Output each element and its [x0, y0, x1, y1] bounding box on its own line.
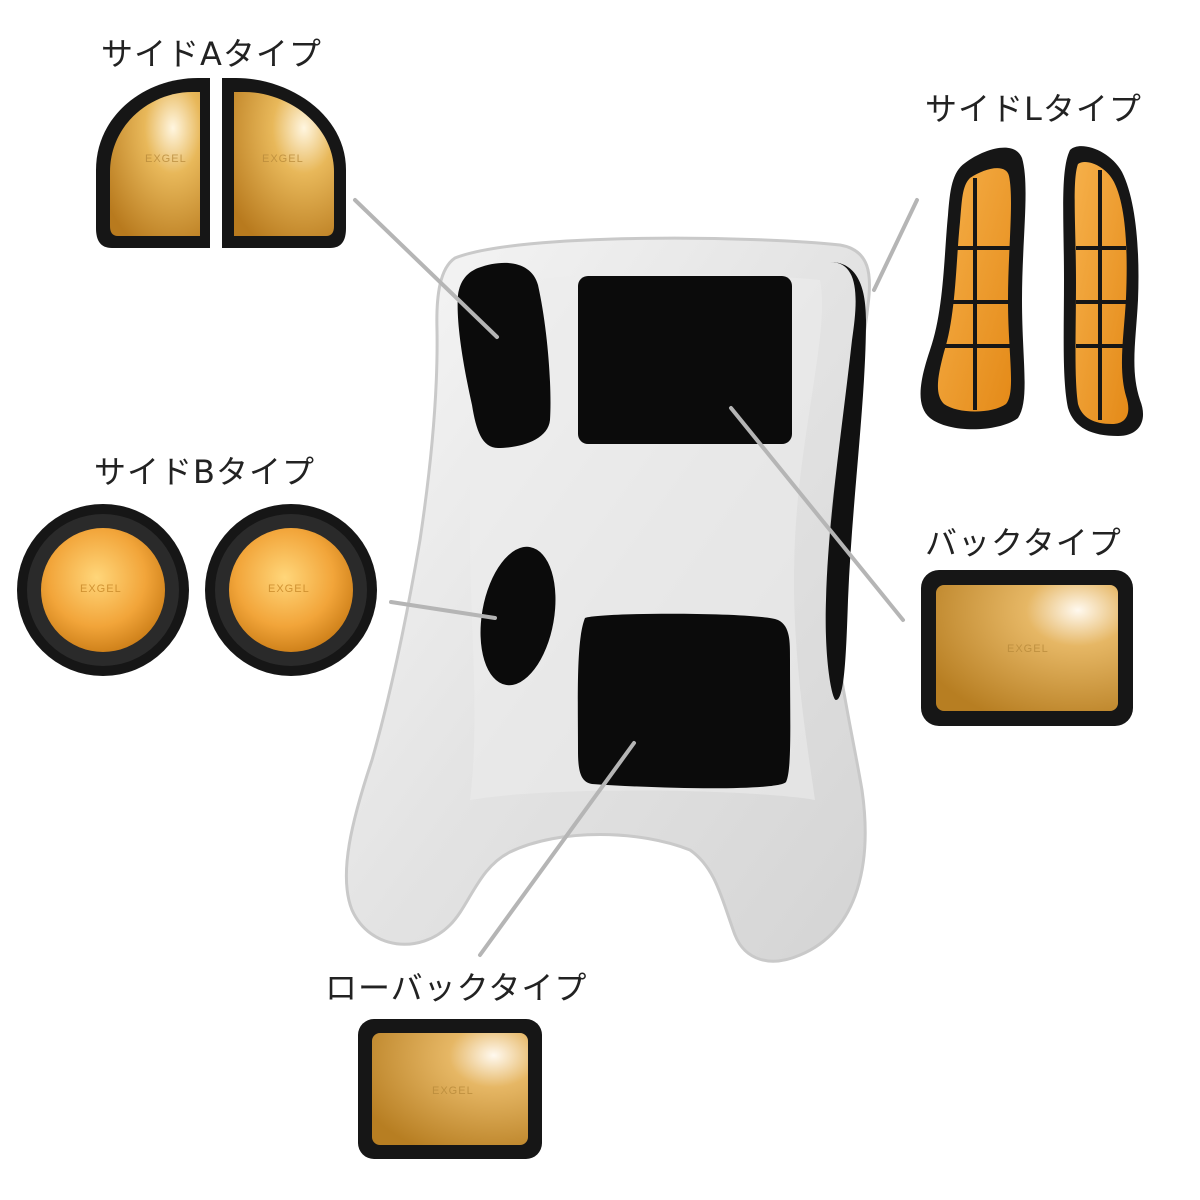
pad-back: EXGEL: [921, 570, 1133, 726]
leader-lines: [353, 198, 919, 957]
kart-seat: [344, 236, 872, 963]
leader-line-low-back: [478, 741, 636, 957]
leader-line-side-l: [872, 198, 919, 292]
pad-back-logo: EXGEL: [1007, 643, 1049, 655]
pad-low-back-logo: EXGEL: [432, 1085, 474, 1097]
pad-side-a: EXGEL EXGEL: [96, 78, 346, 248]
label-low-back: ローバックタイプ: [325, 969, 588, 1007]
seat-pad-low-back: [577, 613, 791, 789]
pad-side-b-right-logo: EXGEL: [268, 583, 310, 595]
seat-side-pad-right: [825, 262, 866, 700]
label-side-l: サイドLタイプ: [925, 90, 1142, 128]
pad-side-a-right-logo: EXGEL: [262, 153, 304, 165]
leader-line-side-b: [389, 600, 497, 620]
seat-pad-side-a: [457, 262, 551, 448]
pad-side-l: [920, 146, 1144, 436]
leader-line-back: [729, 406, 905, 622]
pad-side-a-left-logo: EXGEL: [145, 153, 187, 165]
label-side-a: サイドAタイプ: [101, 35, 322, 73]
pad-side-b: EXGEL EXGEL: [17, 504, 377, 676]
pad-side-b-left-logo: EXGEL: [80, 583, 122, 595]
pad-low-back: EXGEL: [358, 1019, 542, 1159]
leader-line-side-a: [353, 198, 499, 339]
label-side-b: サイドBタイプ: [94, 453, 315, 491]
label-back: バックタイプ: [925, 524, 1122, 562]
seat-pad-back: [578, 276, 792, 444]
seat-pad-side-b: [480, 546, 556, 686]
